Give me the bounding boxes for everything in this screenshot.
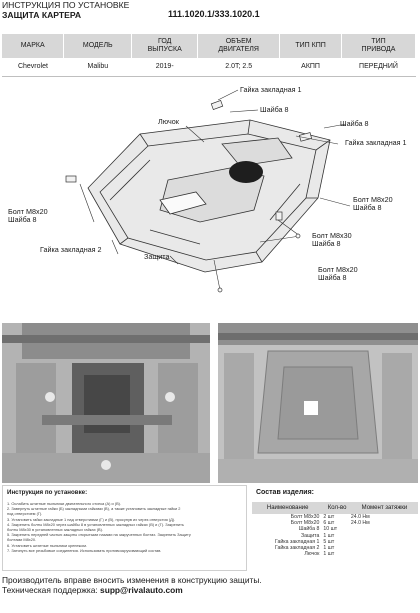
photo-before-image <box>2 323 210 483</box>
callout-bolt-m8x30-washer: Шайба 8 <box>312 239 341 248</box>
spec-header-gearbox: ТИП КПП <box>279 34 342 58</box>
instruction-step: 2. Завернуть штатные гайки (Б) закладным… <box>7 506 181 512</box>
footer-support: Техническая поддержка: supp@rivalauto.co… <box>2 584 262 596</box>
instructions-list: 1. Ослабить штатные пыльники двигательно… <box>7 501 242 553</box>
spec-year: 2019- <box>131 58 198 77</box>
instructions-title: Инструкция по установке: <box>7 489 88 496</box>
header: ИНСТРУКЦИЯ ПО УСТАНОВКЕ ЗАЩИТА КАРТЕРА <box>2 0 130 20</box>
callout-bolt-m8x20-left-bolt: Болт М8х20 <box>8 207 48 216</box>
callout-bolt-m8x20-left-washer: Шайба 8 <box>8 215 37 224</box>
callout-nut2: Гайка закладная 2 <box>40 245 102 254</box>
spec-header-engine: ОБЪЕМ ДВИГАТЕЛЯ <box>197 34 281 58</box>
instruction-step: болты М8х30 в установленных закладных га… <box>7 527 104 533</box>
part-qty: 6 шт <box>323 520 335 527</box>
photo-after <box>218 323 418 483</box>
callout-bolt-m8x20-bottom-bolt: Болт М8х20 <box>318 265 358 274</box>
part-qty: 5 шт <box>323 538 335 545</box>
spec-model: Malibu <box>63 58 132 77</box>
instruction-title: ИНСТРУКЦИЯ ПО УСТАНОВКЕ <box>2 0 130 10</box>
spec-brand: Chevrolet <box>2 58 64 77</box>
spec-engine: 2.0T; 2.5 <box>197 58 280 77</box>
part-name: Защита <box>300 532 320 539</box>
callout-nut1: Гайка закладная 1 <box>240 85 302 94</box>
instruction-step: болтами М8х20. <box>7 537 37 543</box>
product-title: ЗАЩИТА КАРТЕРА <box>2 9 82 20</box>
spec-header-drive: ТИП ПРИВОДА <box>341 34 417 58</box>
support-label: Техническая поддержка: <box>2 584 101 595</box>
support-email[interactable]: supp@rivalauto.com <box>100 584 183 595</box>
callout-zashchita: Защита <box>144 252 170 261</box>
spec-gearbox: АКПП <box>279 58 342 77</box>
part-name: Гайка закладная 2 <box>274 545 320 552</box>
spec-value-row: Chevrolet Malibu 2019- 2.0T; 2.5 АКПП ПЕ… <box>2 58 416 77</box>
parts-table: Наименование Кол-во Момент затяжки Болт … <box>252 502 418 557</box>
instruction-step: 7. Затянуть все резьбовые соединения. Ис… <box>7 547 162 553</box>
part-name: Лючок <box>304 551 320 558</box>
vehicle-spec-table: МАРКА МОДЕЛЬ ГОД ВЫПУСКА ОБЪЕМ ДВИГАТЕЛЯ… <box>2 34 417 77</box>
instruction-step: 4. Закрепить болты М8х20 через шайбы 8 в… <box>7 521 184 527</box>
spec-header-brand: МАРКА <box>2 34 65 58</box>
part-qty: 1 шт <box>323 551 335 558</box>
parts-header-qty: Кол-во <box>323 502 351 514</box>
part-torque: 24.0 Нм <box>350 520 370 527</box>
part-qty: 10 шт <box>323 526 338 533</box>
callout-bolt-m8x30: Болт М8х30 Шайба 8 <box>312 232 352 248</box>
part-name: Шайба 8 <box>298 526 320 533</box>
parts-header-row: Наименование Кол-во Момент затяжки <box>252 502 418 514</box>
exploded-diagram: Гайка закладная 1 Шайба 8 Лючок Шайба 8 … <box>0 80 420 320</box>
callout-bolt-m8x20-right-washer: Шайба 8 <box>353 203 382 212</box>
article-code: 111.1020.1/333.1020.1 <box>168 9 260 19</box>
callout-bolt-m8x20-right-bolt: Болт М8х20 <box>353 195 393 204</box>
callout-bolt-m8x20-bottom: Болт М8х20 Шайба 8 <box>318 266 358 282</box>
spec-header-year: ГОД ВЫПУСКА <box>131 34 199 58</box>
callout-nut1-b: Гайка закладная 1 <box>345 138 407 147</box>
callout-bolt-m8x20-right: Болт М8х20 Шайба 8 <box>353 196 393 212</box>
callout-bolt-m8x20-left: Болт М8х20 Шайба 8 <box>8 208 48 224</box>
parts-header-name: Наименование <box>252 502 324 514</box>
parts-list: Состав изделия: Наименование Кол-во Моме… <box>252 485 418 571</box>
parts-header-torque: Момент затяжки <box>350 502 418 514</box>
instructions-box: Инструкция по установке: 1. Ослабить шта… <box>2 485 247 571</box>
instruction-step: 3. Установить гайки закладные 1 над отве… <box>7 516 176 522</box>
spec-header-model: МОДЕЛЬ <box>63 34 133 58</box>
callout-bolt-m8x30-bolt: Болт М8х30 <box>312 231 352 240</box>
photo-after-image <box>218 323 418 483</box>
spec-header-row: МАРКА МОДЕЛЬ ГОД ВЫПУСКА ОБЪЕМ ДВИГАТЕЛЯ… <box>2 34 417 58</box>
callout-washer8-a: Шайба 8 <box>260 105 289 114</box>
instruction-step: 1. Ослабить штатные пыльники двигательно… <box>7 501 122 506</box>
part-torque <box>351 551 418 557</box>
instruction-step: 6. Установить штатные пыльники крепежом. <box>7 542 87 548</box>
part-qty: 2 шт <box>323 514 335 521</box>
callout-washer8-b: Шайба 8 <box>340 119 369 128</box>
part-name: Гайка закладная 1 <box>274 538 320 545</box>
footer-disclaimer: Производитель вправе вносить изменения в… <box>2 575 262 585</box>
callout-bolt-m8x20-bottom-washer: Шайба 8 <box>318 273 347 282</box>
footer: Производитель вправе вносить изменения в… <box>2 575 262 596</box>
part-qty: 1 шт <box>323 532 335 539</box>
skid-plate-drawing <box>65 89 351 293</box>
install-photos <box>2 323 418 483</box>
photo-before <box>2 323 210 483</box>
part-qty: 1 шт <box>323 545 335 552</box>
part-torque: 24.0 Нм <box>350 514 370 521</box>
callout-lyuchok: Лючок <box>158 117 179 126</box>
instruction-step: под отверстием (Г). <box>7 511 43 517</box>
parts-title: Состав изделия: <box>256 489 314 496</box>
spec-drive: ПЕРЕДНИЙ <box>341 58 416 77</box>
instruction-step: 5. Закрепить передней частью защиты откр… <box>7 532 191 538</box>
part-name: Болт М8х30 <box>290 514 320 521</box>
part-name: Болт М8х20 <box>290 520 320 527</box>
